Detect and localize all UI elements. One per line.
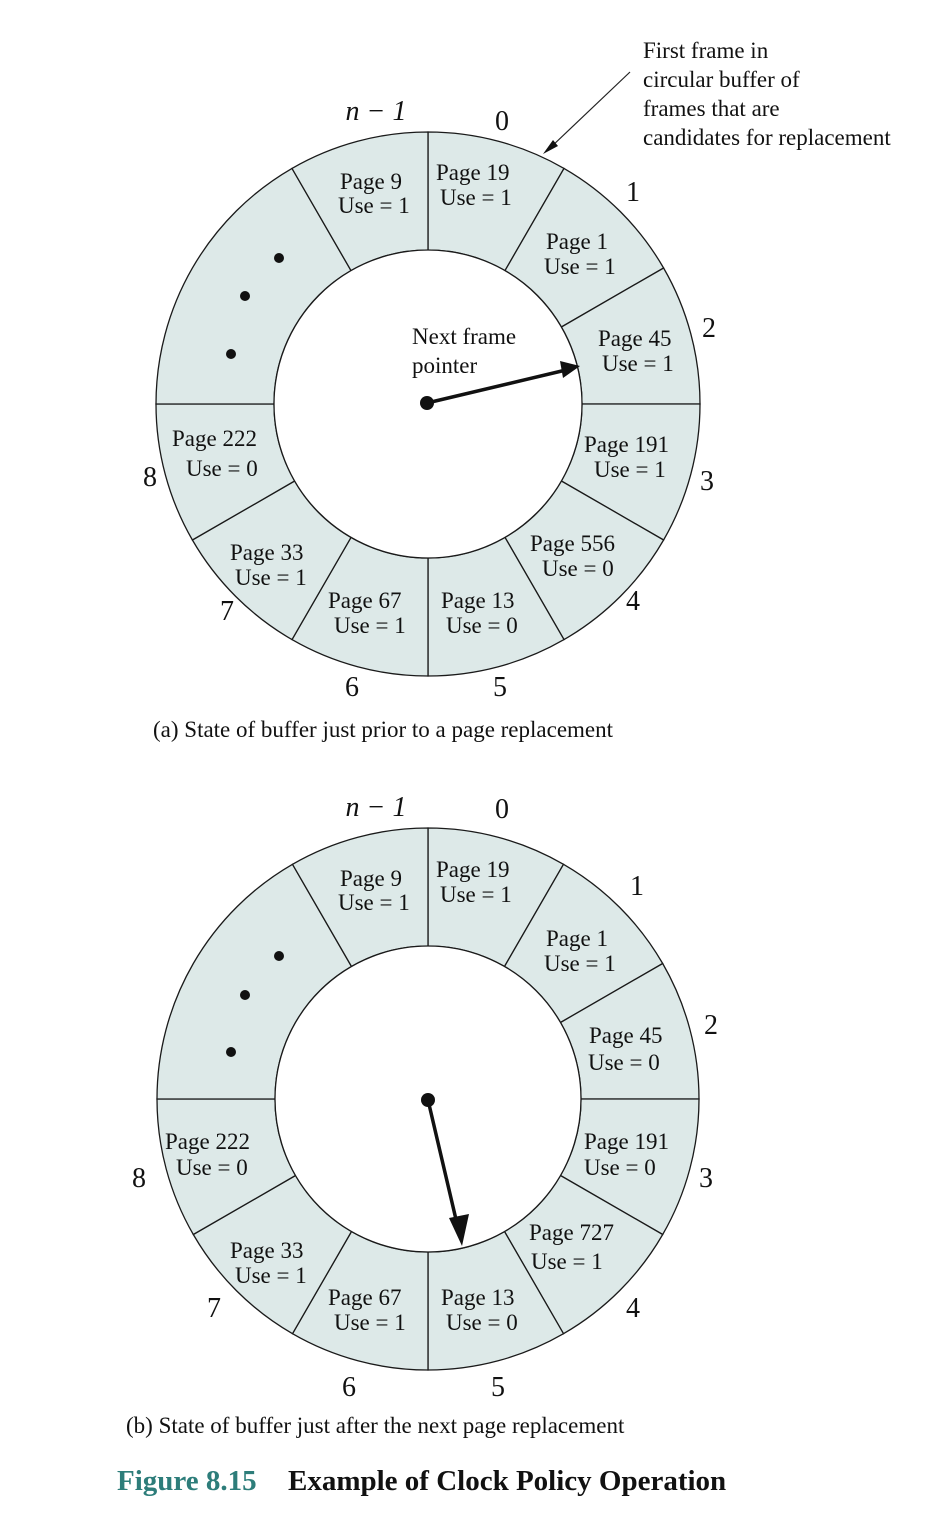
use-label: Use = 1 [440, 185, 512, 210]
frame-indices-b: 0 1 2 3 4 5 6 7 8 n − 1 [132, 792, 718, 1403]
use-label: Use = 1 [440, 882, 512, 907]
frame-index: 8 [143, 462, 157, 493]
use-label: Use = 1 [338, 193, 410, 218]
figure-number: Figure 8.15 [117, 1465, 257, 1497]
frame-index: 4 [626, 586, 640, 617]
frame-labels-a: Page 19 Use = 1 Page 1 Use = 1 Page 45 U… [172, 160, 674, 638]
page-label: Page 33 [230, 1238, 303, 1263]
frame-index: 2 [704, 1010, 718, 1041]
ellipsis-dots-b [226, 951, 284, 1057]
ellipsis-dot [274, 951, 284, 961]
use-label: Use = 0 [186, 456, 258, 481]
ring-a [155, 131, 701, 677]
frame-index: 3 [700, 466, 714, 497]
frame-index: 4 [626, 1293, 640, 1324]
use-label: Use = 1 [334, 613, 406, 638]
page-label: Page 67 [328, 1285, 401, 1310]
pointer-shaft [426, 368, 567, 405]
use-label: Use = 1 [338, 890, 410, 915]
page-label: Page 727 [529, 1220, 614, 1245]
page-label: Page 13 [441, 1285, 514, 1310]
page-label: Page 1 [546, 229, 608, 254]
page-label: Page 556 [530, 531, 615, 556]
frame-index: 5 [491, 1372, 505, 1403]
pointer-arrowhead [449, 1214, 469, 1246]
page-label: Page 67 [328, 588, 401, 613]
page-label: Page 45 [589, 1023, 662, 1048]
next-frame-pointer-a: Next frame pointer [412, 324, 580, 410]
pointer-label-line1: Next frame [412, 324, 516, 349]
clock-diagram-b: Page 19 Use = 1 Page 1 Use = 1 Page 45 U… [126, 792, 718, 1438]
annotation-arrowhead [543, 140, 558, 154]
ellipsis-dot [226, 1047, 236, 1057]
frame-index: 1 [630, 871, 644, 902]
page-label: Page 33 [230, 540, 303, 565]
page-label: Page 13 [441, 588, 514, 613]
use-label: Use = 1 [602, 351, 674, 376]
frame-index: 6 [345, 672, 359, 703]
frame-index: n − 1 [346, 96, 407, 127]
use-label: Use = 1 [334, 1310, 406, 1335]
frame-index: 2 [702, 313, 716, 344]
frame-index: 7 [220, 596, 234, 627]
page-label: Page 222 [172, 426, 257, 451]
pointer-label-line2: pointer [412, 353, 477, 378]
page-label: Page 19 [436, 160, 509, 185]
ellipsis-dot [240, 291, 250, 301]
annotation-line: frames that are [643, 96, 780, 121]
frame-labels-b: Page 19 Use = 1 Page 1 Use = 1 Page 45 U… [165, 857, 669, 1335]
use-label: Use = 0 [176, 1155, 248, 1180]
annotation-leader-line [549, 71, 631, 149]
frame-index: 6 [342, 1372, 356, 1403]
next-frame-pointer-b [421, 1093, 469, 1246]
ellipsis-dots-a [226, 253, 284, 359]
frame-index: 1 [626, 177, 640, 208]
use-label: Use = 0 [588, 1050, 660, 1075]
frame-indices-a: 0 1 2 3 4 5 6 7 8 n − 1 [143, 96, 716, 703]
pointer-arrowhead [560, 361, 580, 378]
figure-caption: Figure 8.15 Example of Clock Policy Oper… [117, 1465, 726, 1497]
annotation-line: circular buffer of [643, 67, 800, 92]
use-label: Use = 0 [584, 1155, 656, 1180]
ellipsis-dot [226, 349, 236, 359]
use-label: Use = 0 [542, 556, 614, 581]
use-label: Use = 1 [235, 1263, 307, 1288]
page-label: Page 9 [340, 169, 402, 194]
frame-index: 8 [132, 1163, 146, 1194]
annotation-line: candidates for replacement [643, 125, 891, 150]
use-label: Use = 1 [544, 951, 616, 976]
use-label: Use = 0 [446, 1310, 518, 1335]
ellipsis-dot [274, 253, 284, 263]
pointer-shaft [426, 1099, 460, 1229]
use-label: Use = 1 [531, 1249, 603, 1274]
caption-a: (a) State of buffer just prior to a page… [153, 717, 614, 742]
clock-diagram-a: Page 19 Use = 1 Page 1 Use = 1 Page 45 U… [143, 38, 891, 742]
use-label: Use = 0 [446, 613, 518, 638]
use-label: Use = 1 [235, 565, 307, 590]
page-label: Page 191 [584, 432, 669, 457]
figure-title: Example of Clock Policy Operation [288, 1465, 726, 1497]
page-label: Page 222 [165, 1129, 250, 1154]
frame-index: 3 [699, 1163, 713, 1194]
frame-index: 0 [495, 106, 509, 137]
annotation-line: First frame in [643, 38, 769, 63]
ellipsis-dot [240, 990, 250, 1000]
caption-b: (b) State of buffer just after the next … [126, 1413, 625, 1438]
page-label: Page 1 [546, 926, 608, 951]
use-label: Use = 1 [594, 457, 666, 482]
frame-index: 7 [207, 1293, 221, 1324]
frame-index: 5 [493, 672, 507, 703]
page-label: Page 9 [340, 866, 402, 891]
first-frame-annotation: First frame in circular buffer of frames… [543, 38, 891, 154]
frame-index: 0 [495, 794, 509, 825]
frame-index: n − 1 [346, 792, 407, 823]
page-label: Page 19 [436, 857, 509, 882]
page-label: Page 45 [598, 326, 671, 351]
page-label: Page 191 [584, 1129, 669, 1154]
use-label: Use = 1 [544, 254, 616, 279]
